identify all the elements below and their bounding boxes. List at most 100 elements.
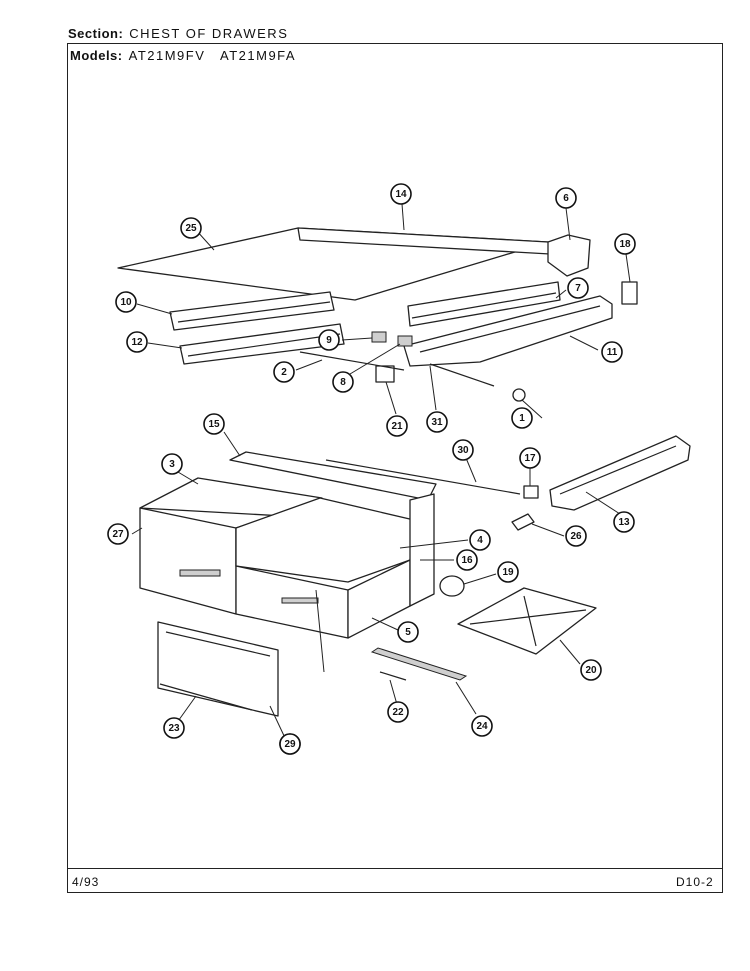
slide-rail — [379, 671, 407, 681]
support-edge — [559, 445, 677, 495]
callout-circle — [519, 447, 541, 469]
callout-number: 31 — [431, 417, 443, 428]
callout-17: 17 — [519, 447, 541, 469]
clip — [523, 485, 539, 499]
crisper-frame — [457, 587, 597, 655]
footer-date: 4/93 — [72, 875, 100, 889]
left-drawer — [139, 507, 237, 615]
callout-circle — [471, 715, 493, 737]
clip — [371, 331, 387, 343]
slide-rail — [370, 647, 468, 681]
callout-circle — [469, 529, 491, 551]
callout-circle — [614, 233, 636, 255]
rod — [429, 363, 495, 387]
callout-number: 12 — [131, 337, 143, 348]
rod — [325, 459, 521, 495]
callout-circle — [580, 659, 602, 681]
section-label: Section: — [68, 26, 124, 41]
callout-22: 22 — [387, 701, 409, 723]
left-upper-rail — [169, 291, 335, 331]
panel-trim — [165, 631, 271, 657]
callout-1: 1 — [511, 407, 533, 429]
callout-5: 5 — [397, 621, 419, 643]
callout-circle — [601, 341, 623, 363]
callout-number: 29 — [284, 739, 296, 750]
callout-circle — [273, 361, 295, 383]
callout-circle — [555, 187, 577, 209]
models-label: Models: — [70, 48, 123, 63]
callout-number: 18 — [619, 239, 631, 250]
callout-circle — [180, 217, 202, 239]
callout-29: 29 — [279, 733, 301, 755]
callout-number: 6 — [563, 193, 569, 204]
shelf-end-block — [547, 234, 591, 277]
callout-circle — [456, 549, 478, 571]
callout-number: 26 — [570, 531, 582, 542]
callout-4: 4 — [469, 529, 491, 551]
callout-12: 12 — [126, 331, 148, 353]
callout-number: 4 — [477, 535, 483, 546]
callout-number: 27 — [112, 529, 124, 540]
right-upper-rail — [407, 281, 561, 327]
callout-13: 13 — [613, 511, 635, 533]
models-header: Models: AT21M9FV AT21M9FA — [70, 48, 296, 63]
rod — [299, 351, 405, 371]
callout-number: 16 — [461, 555, 473, 566]
callout-number: 10 — [120, 297, 132, 308]
callout-number: 17 — [524, 453, 536, 464]
callout-circle — [161, 453, 183, 475]
section-header: Section:CHEST OF DRAWERS — [68, 26, 288, 41]
rail-edge — [187, 333, 341, 357]
callout-24: 24 — [471, 715, 493, 737]
drawer-handle — [179, 569, 221, 577]
callout-circle — [163, 717, 185, 739]
callout-circle — [318, 329, 340, 351]
shelf-stop — [375, 365, 395, 383]
callout-number: 20 — [585, 665, 597, 676]
callout-circle — [386, 415, 408, 437]
callout-circle — [452, 439, 474, 461]
callout-number: 25 — [185, 223, 197, 234]
callout-number: 2 — [281, 367, 287, 378]
callout-14: 14 — [390, 183, 412, 205]
frame-brace — [469, 609, 587, 625]
latch — [511, 513, 535, 531]
callout-circle — [387, 701, 409, 723]
trim-strip — [159, 683, 253, 711]
callout-18: 18 — [614, 233, 636, 255]
callout-7: 7 — [567, 277, 589, 299]
rail-edge — [177, 301, 331, 323]
callout-circle — [613, 511, 635, 533]
callout-number: 13 — [618, 517, 630, 528]
right-shelf-support — [403, 295, 613, 367]
callout-circle — [565, 525, 587, 547]
callout-number: 15 — [208, 419, 220, 430]
lower-right-support — [549, 435, 691, 511]
callout-27: 27 — [107, 523, 129, 545]
callout-23: 23 — [163, 717, 185, 739]
callout-number: 7 — [575, 283, 581, 294]
callout-circle — [390, 183, 412, 205]
left-lower-rail — [179, 323, 345, 365]
callout-circle — [126, 331, 148, 353]
callout-number: 23 — [168, 723, 180, 734]
callout-number: 24 — [476, 721, 488, 732]
models-value: AT21M9FV AT21M9FA — [128, 48, 297, 63]
callout-number: 1 — [519, 413, 525, 424]
footer-divider — [67, 868, 723, 869]
bracket — [621, 281, 638, 305]
callout-6: 6 — [555, 187, 577, 209]
callout-number: 3 — [169, 459, 175, 470]
footer-page-code: D10-2 — [676, 875, 714, 889]
diagram-frame — [67, 43, 723, 893]
clip — [397, 335, 413, 347]
callout-circle — [203, 413, 225, 435]
callout-number: 30 — [457, 445, 469, 456]
leader-lines — [131, 203, 631, 741]
callout-31: 31 — [426, 411, 448, 433]
callout-circle — [567, 277, 589, 299]
callout-number: 14 — [395, 189, 407, 200]
callout-number: 11 — [607, 347, 618, 358]
callout-number: 22 — [392, 707, 404, 718]
